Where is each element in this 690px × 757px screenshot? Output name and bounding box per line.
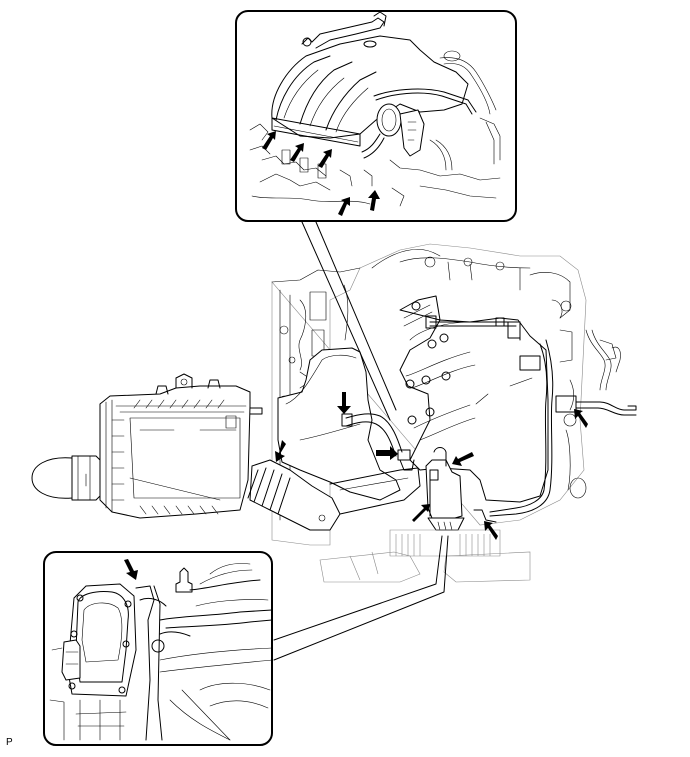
bottom-detail-callout bbox=[43, 551, 273, 746]
intake-manifold-detail bbox=[249, 11, 501, 207]
arrow-icon bbox=[376, 446, 398, 460]
arrow-icon bbox=[368, 190, 380, 211]
right-side-hoses bbox=[555, 329, 637, 499]
engine-block bbox=[271, 243, 587, 546]
arrow-icon bbox=[275, 440, 286, 462]
arrow-icon bbox=[574, 409, 588, 428]
arrow-icon bbox=[290, 143, 304, 162]
arrow-icon bbox=[262, 131, 276, 150]
arrow-icon bbox=[484, 521, 498, 540]
air-cleaner-box bbox=[31, 373, 263, 519]
arrow-icon bbox=[412, 504, 430, 522]
air-intake-duct bbox=[247, 347, 421, 531]
leader-lines bbox=[273, 221, 449, 661]
arrow-icon bbox=[452, 452, 474, 466]
throttle-body-main bbox=[425, 447, 497, 531]
arrow-icon bbox=[124, 559, 138, 580]
engine-lower-fan bbox=[319, 529, 531, 583]
illustration-code-label: P bbox=[6, 737, 13, 748]
top-detail-callout bbox=[235, 10, 517, 222]
top-detail-arrows bbox=[262, 131, 380, 216]
intake-manifold bbox=[399, 295, 554, 517]
throttle-body-detail bbox=[49, 563, 273, 741]
main-view-arrows bbox=[275, 392, 588, 540]
arrow-icon bbox=[337, 392, 351, 414]
arrow-icon bbox=[318, 149, 332, 168]
arrow-icon bbox=[338, 197, 350, 216]
